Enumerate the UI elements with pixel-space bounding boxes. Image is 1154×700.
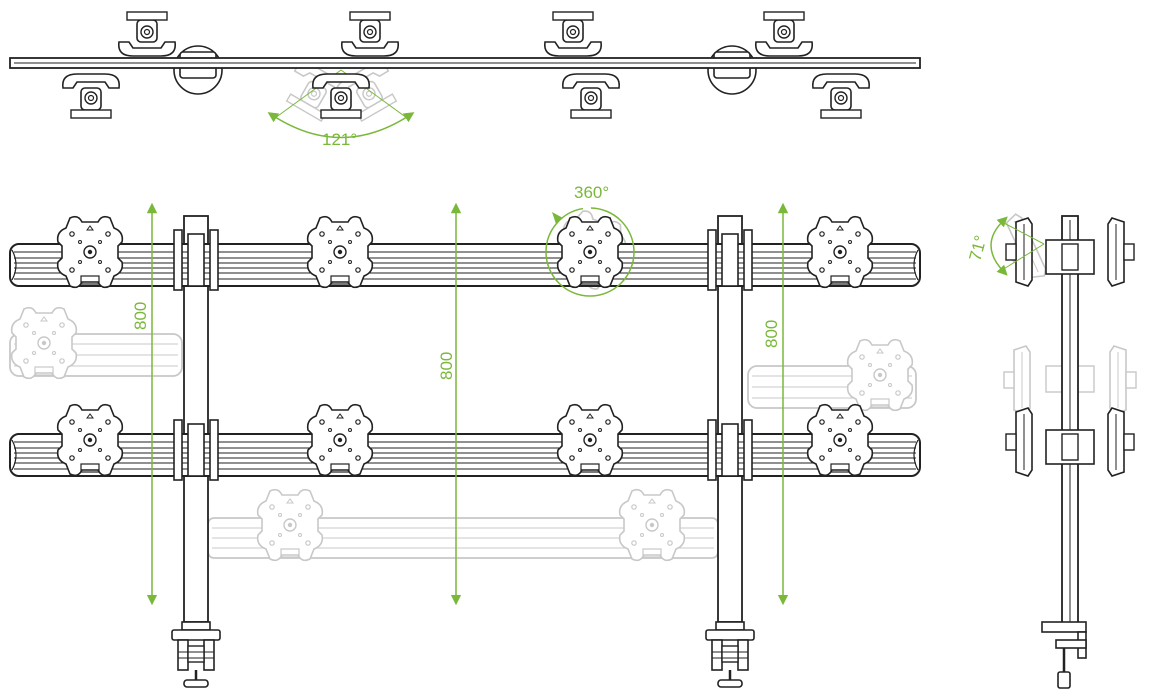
- vesa-plate: [556, 403, 624, 477]
- desk-clamp-left: [170, 620, 222, 689]
- top-mount: [754, 11, 814, 57]
- vesa-plate: [56, 403, 124, 477]
- side-tilt-arc: [990, 216, 1008, 276]
- top-mount: [61, 73, 121, 119]
- vesa-plate: [306, 215, 374, 289]
- height-label-left: 800: [131, 302, 150, 330]
- ghost-positions: [9, 204, 917, 562]
- vesa-plate: [56, 215, 124, 289]
- tilt-arc: [267, 112, 415, 139]
- side-plate: [1005, 407, 1033, 477]
- rotation-circle: [545, 207, 635, 297]
- top-mount: [543, 11, 603, 57]
- side-desk-clamp: [1041, 621, 1087, 689]
- front-view: 360° 800 800 800: [9, 183, 921, 689]
- desk-clamp-right: [704, 620, 756, 689]
- tilt-angle-label: 121°: [322, 130, 357, 149]
- vesa-plate: [556, 215, 624, 289]
- side-tilt-angle-label: 71°: [966, 233, 991, 263]
- side-plate: [1107, 407, 1135, 477]
- side-view: 71°: [966, 211, 1137, 689]
- top-mount: [117, 11, 177, 57]
- vesa-plate: [306, 403, 374, 477]
- top-mount: [561, 73, 621, 119]
- top-mount: [340, 11, 400, 57]
- top-mount: [811, 73, 871, 119]
- side-plate: [1107, 217, 1135, 287]
- top-view: 121°: [9, 11, 921, 149]
- vesa-plate: [806, 215, 874, 289]
- vesa-plate: [806, 403, 874, 477]
- rotation-angle-label: 360°: [574, 183, 609, 202]
- height-label-center: 800: [437, 352, 456, 380]
- height-label-right: 800: [762, 320, 781, 348]
